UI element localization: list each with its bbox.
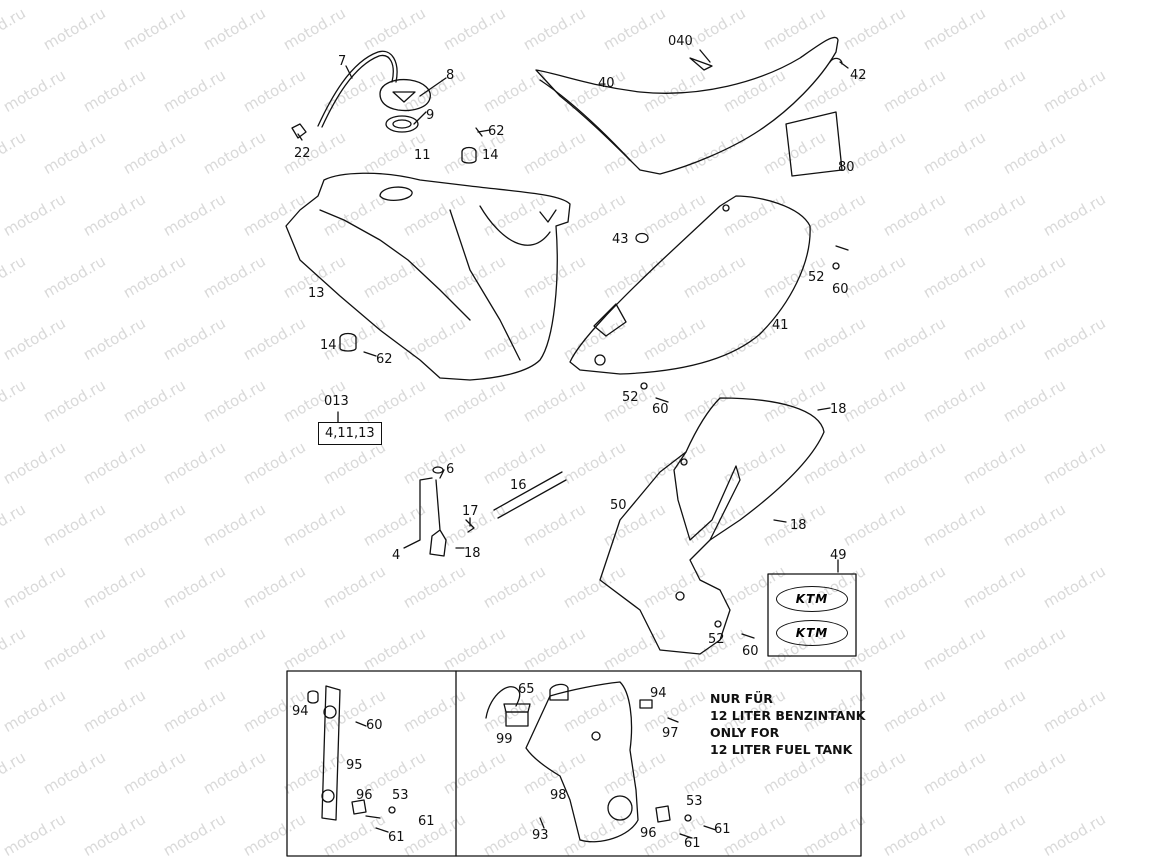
clip-22-part xyxy=(291,123,307,139)
callout-42: 42 xyxy=(850,68,867,83)
clip-94b-part xyxy=(639,699,653,709)
ktm-logo-decal-1: KTM xyxy=(776,586,848,612)
fuel-line-part xyxy=(493,471,567,519)
callout-52-low: 52 xyxy=(708,632,725,647)
callout-95: 95 xyxy=(346,758,363,773)
washer-52b-part xyxy=(640,382,648,390)
callout-61-b: 61 xyxy=(388,830,405,845)
callout-6: 6 xyxy=(446,462,455,477)
callout-61: 61 xyxy=(418,814,435,829)
callout-18-tap: 18 xyxy=(464,546,481,561)
decal-80-part xyxy=(785,111,843,177)
callout-65: 65 xyxy=(518,682,535,697)
seal-ring-part xyxy=(385,115,419,133)
plug-43-part xyxy=(635,232,649,244)
callout-8: 8 xyxy=(446,68,455,83)
note-line: 12 LITER BENZINTANK xyxy=(710,708,866,723)
callout-62-lower: 62 xyxy=(376,352,393,367)
callout-40: 40 xyxy=(598,76,615,91)
callout-93: 93 xyxy=(532,828,549,843)
callout-22: 22 xyxy=(294,146,311,161)
bushing-14a-part xyxy=(461,146,477,164)
clip-17-part xyxy=(465,519,475,533)
callout-49: 49 xyxy=(830,548,847,563)
fitment-note: NUR FÜR 12 LITER BENZINTANK ONLY FOR 12 … xyxy=(710,690,866,758)
callout-50: 50 xyxy=(610,498,627,513)
callout-97: 97 xyxy=(662,726,679,741)
clip-94a-part xyxy=(307,690,319,704)
callout-80: 80 xyxy=(838,160,855,175)
callout-94-tank: 94 xyxy=(650,686,667,701)
nut-96b-part xyxy=(655,805,671,823)
callout-43: 43 xyxy=(612,232,629,247)
callout-13: 13 xyxy=(308,286,325,301)
bracket-95-part xyxy=(321,685,341,821)
side-panel-50-part xyxy=(673,397,825,541)
washer-52a-part xyxy=(832,262,840,270)
washer-52c-part xyxy=(714,620,722,628)
fuel-tap-part xyxy=(429,479,447,557)
nut-96a-part xyxy=(351,799,367,815)
callout-61-tank: 61 xyxy=(714,822,731,837)
callout-17: 17 xyxy=(462,504,479,519)
hose-65-part xyxy=(485,686,521,719)
callout-96: 96 xyxy=(356,788,373,803)
callout-53: 53 xyxy=(392,788,409,803)
tank-cap-part xyxy=(379,78,431,112)
fuel-tank-part xyxy=(285,172,571,381)
note-line: 12 LITER FUEL TANK xyxy=(710,742,853,757)
callout-4: 4 xyxy=(392,548,401,563)
callout-14: 14 xyxy=(482,148,499,163)
callout-99: 99 xyxy=(496,732,513,747)
callout-60: 60 xyxy=(832,282,849,297)
callout-013: 013 xyxy=(324,394,349,409)
callout-52-mid: 52 xyxy=(622,390,639,405)
screw-18a-part xyxy=(817,407,831,411)
callout-53-tank: 53 xyxy=(686,794,703,809)
callout-9: 9 xyxy=(426,108,435,123)
callout-96-tank: 96 xyxy=(640,826,657,841)
side-panel-41-part xyxy=(569,195,811,375)
bushing-14b-part xyxy=(339,332,357,352)
note-line: NUR FÜR xyxy=(710,691,773,706)
callout-94: 94 xyxy=(292,704,309,719)
kit-box: 4,11,13 xyxy=(318,422,382,445)
callout-60-low: 60 xyxy=(742,644,759,659)
callout-040: 040 xyxy=(668,34,693,49)
callout-52: 52 xyxy=(808,270,825,285)
screw-62a-part xyxy=(475,127,491,137)
screw-60a-part xyxy=(835,245,849,251)
callout-62: 62 xyxy=(488,124,505,139)
screw-62b-part xyxy=(363,351,377,357)
callout-11: 11 xyxy=(414,148,431,163)
callout-18: 18 xyxy=(790,518,807,533)
callout-60-bracket: 60 xyxy=(366,718,383,733)
small-tank-98-part xyxy=(525,681,639,843)
note-line: ONLY FOR xyxy=(710,725,780,740)
fuel-hose-part xyxy=(317,50,398,127)
decal-card-49-part xyxy=(767,573,857,657)
callout-16: 16 xyxy=(510,478,527,493)
option-frame xyxy=(286,670,862,857)
callout-14-lower: 14 xyxy=(320,338,337,353)
callout-98: 98 xyxy=(550,788,567,803)
callout-60-mid: 60 xyxy=(652,402,669,417)
screw-60b-part xyxy=(655,397,669,403)
callout-7: 7 xyxy=(338,54,347,69)
cap-99-part xyxy=(505,711,529,727)
ktm-logo-decal-2: KTM xyxy=(776,620,848,646)
screw-18b-part xyxy=(773,519,787,523)
screw-60c-part xyxy=(741,633,755,639)
callout-18-top: 18 xyxy=(830,402,847,417)
callout-41: 41 xyxy=(772,318,789,333)
seat-part xyxy=(535,36,839,175)
callout-61-tank-b: 61 xyxy=(684,836,701,851)
